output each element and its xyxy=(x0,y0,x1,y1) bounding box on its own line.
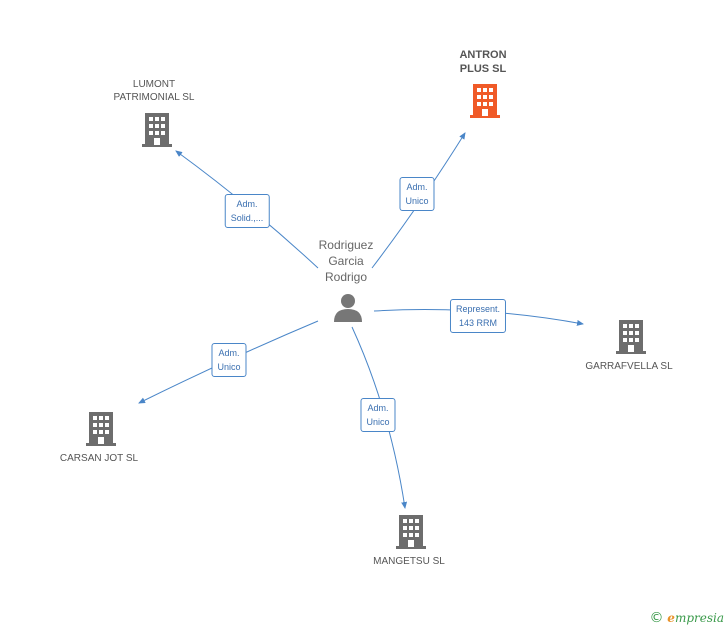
company-label-mangetsu-line-1: MANGETSU SL xyxy=(373,556,445,567)
company-label-lumont[interactable]: LUMONT PATRIMONIAL SL xyxy=(114,78,195,104)
company-label-antron[interactable]: ANTRON PLUS SL xyxy=(459,48,506,76)
edge-label-carsan[interactable]: Adm. Unico xyxy=(211,343,247,377)
building-icon-carsan[interactable] xyxy=(86,412,116,451)
edge-label-mangetsu[interactable]: Adm. Unico xyxy=(360,398,396,432)
building-icon-mangetsu[interactable] xyxy=(396,515,426,554)
edge-label-carsan-line-2: Unico xyxy=(217,362,241,372)
company-label-carsan[interactable]: CARSAN JOT SL xyxy=(60,452,138,465)
company-label-garrafvella-line-1: GARRAFVELLA SL xyxy=(585,361,673,372)
edge-label-antron[interactable]: Adm. Unico xyxy=(399,177,435,211)
brand-rest: mpresia xyxy=(674,611,724,625)
edge-label-garrafvella[interactable]: Represent. 143 RRM xyxy=(449,299,507,333)
person-icon[interactable] xyxy=(334,294,362,322)
brand-logo[interactable]: © empresia xyxy=(649,610,724,626)
edge-label-antron-line-2: Unico xyxy=(405,196,429,206)
company-label-antron-line-1: ANTRON xyxy=(459,49,507,61)
company-label-mangetsu[interactable]: MANGETSU SL xyxy=(373,555,445,568)
company-label-garrafvella[interactable]: GARRAFVELLA SL xyxy=(585,360,672,373)
edge-label-lumont[interactable]: Adm. Solid.,... xyxy=(224,194,270,228)
edge-label-lumont-line-1: Adm. xyxy=(236,199,258,209)
company-label-antron-line-2: PLUS SL xyxy=(459,63,507,75)
person-name-line-3: Rodrigo xyxy=(324,270,368,284)
copyright-icon: © xyxy=(649,610,664,626)
building-icon-lumont[interactable] xyxy=(142,113,172,152)
company-label-lumont-line-2: PATRIMONIAL SL xyxy=(113,92,195,103)
edge-label-lumont-line-2: Solid.,... xyxy=(230,213,264,223)
brand-e: e xyxy=(667,611,675,625)
person-name-line-2: Garcia xyxy=(328,254,364,268)
edge-label-garrafvella-line-1: Represent. xyxy=(455,304,501,314)
company-label-carsan-line-1: CARSAN JOT SL xyxy=(59,453,139,464)
edge-label-mangetsu-line-1: Adm. xyxy=(367,403,389,413)
person-name-label[interactable]: Rodriguez Garcia Rodrigo xyxy=(301,237,391,285)
person-name-line-1: Rodriguez xyxy=(318,238,374,252)
edge-label-carsan-line-1: Adm. xyxy=(218,348,240,358)
company-label-lumont-line-1: LUMONT xyxy=(132,79,176,90)
edge-label-antron-line-1: Adm. xyxy=(406,182,428,192)
building-icon-antron[interactable] xyxy=(470,84,500,123)
edge-label-garrafvella-line-2: 143 RRM xyxy=(458,318,497,328)
edge-label-mangetsu-line-2: Unico xyxy=(366,417,390,427)
building-icon-garrafvella[interactable] xyxy=(616,320,646,359)
